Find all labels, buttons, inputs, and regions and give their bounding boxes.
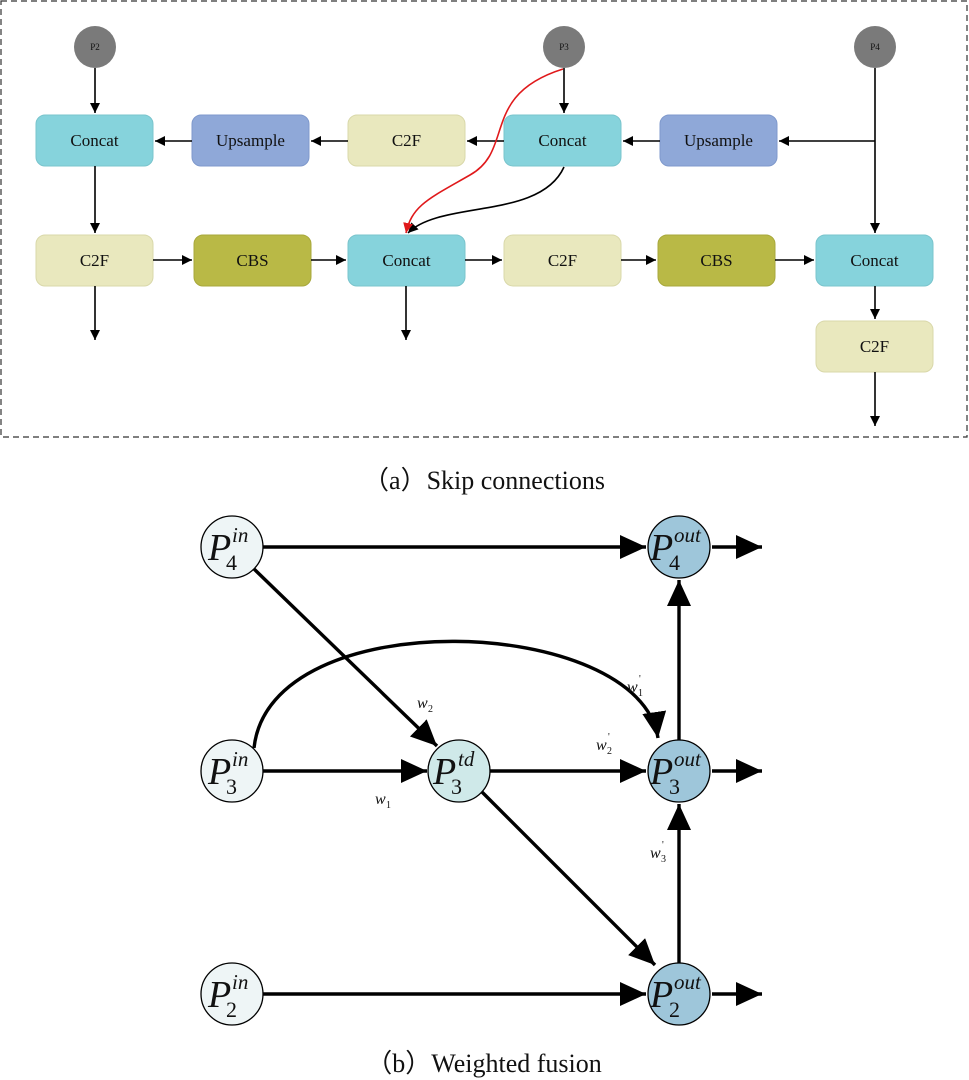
weight-w1-prime-sub: 1 <box>638 688 643 699</box>
upsample-box-row1-left: Upsample <box>191 114 310 167</box>
weight-w3-prime: w 3 ' <box>650 840 666 865</box>
concat-box-row2-mid: Concat <box>347 234 466 287</box>
input-node-p2: P2 <box>74 26 116 68</box>
concat-box-row2-right: Concat <box>815 234 934 287</box>
node-p3-in-base: P <box>207 751 231 793</box>
node-p4-out: P out 4 <box>647 515 711 579</box>
weight-w1-prime-mark: ' <box>639 674 641 685</box>
cbs-box-row2-right: CBS <box>657 234 776 287</box>
weight-w3-prime-base: w <box>650 845 661 862</box>
node-p2-in-base: P <box>207 974 231 1016</box>
c2f-box-row2-left-label: C2F <box>80 251 109 270</box>
node-p3-out: P out 3 <box>647 739 711 803</box>
node-p2-in-sub: 2 <box>226 997 237 1022</box>
weight-w2-prime-mark: ' <box>608 732 610 743</box>
node-p2-out-sub: 2 <box>669 997 680 1022</box>
input-node-p3: P3 <box>543 26 585 68</box>
concat-box-row1-left: Concat <box>35 114 154 167</box>
weight-w1-base: w <box>375 791 386 808</box>
node-p3-td-sub: 3 <box>451 774 462 799</box>
node-p3-in: P in 3 <box>200 739 264 803</box>
node-p3-td-sup: td <box>458 747 475 771</box>
weight-w1-prime-base: w <box>627 679 638 696</box>
upsample-box-row1-left-label: Upsample <box>216 131 285 150</box>
node-p3-td-base: P <box>432 751 456 793</box>
caption-panel-b: （b）Weighted fusion <box>366 1049 602 1078</box>
weight-w2-base: w <box>417 695 428 712</box>
c2f-box-row2-left: C2F <box>35 234 154 287</box>
cbs-box-row2-left-label: CBS <box>236 251 268 270</box>
arrow-concat-row1-to-concat-row2 <box>407 166 565 234</box>
weight-w1-sub: 1 <box>386 800 391 811</box>
skip-arrow-p3-to-concat <box>403 68 564 234</box>
weight-w3-prime-mark: ' <box>662 840 664 851</box>
concat-box-row1-left-label: Concat <box>70 131 118 150</box>
node-p2-in: P in 2 <box>200 962 264 1026</box>
input-node-p2-label: P2 <box>90 42 100 52</box>
weight-w2-prime: w 2 ' <box>596 732 612 757</box>
concat-box-row2-right-label: Concat <box>850 251 898 270</box>
weight-w3-prime-sub: 3 <box>661 854 666 865</box>
cbs-box-row2-right-label: CBS <box>700 251 732 270</box>
node-p3-td: P td 3 <box>427 739 491 803</box>
node-p3-in-sup: in <box>232 747 248 771</box>
node-p4-out-base: P <box>649 527 673 569</box>
input-node-p4: P4 <box>854 26 896 68</box>
node-p2-out-sup: out <box>674 970 702 994</box>
weight-w1-prime: w 1 ' <box>627 674 643 699</box>
input-node-p4-label: P4 <box>870 42 880 52</box>
weight-w2-prime-sub: 2 <box>607 746 612 757</box>
cbs-box-row2-left: CBS <box>193 234 312 287</box>
caption-panel-a: （a）Skip connections <box>363 466 605 495</box>
concat-box-row2-mid-label: Concat <box>382 251 430 270</box>
panel-a: P2 P3 P4 Concat Upsample C2F Concat <box>0 0 968 495</box>
c2f-box-row2-mid-label: C2F <box>548 251 577 270</box>
node-p3-out-sup: out <box>674 747 702 771</box>
weight-w2-sub: 2 <box>428 704 433 715</box>
panel-b-edges <box>251 535 762 1006</box>
panel-a-arrows <box>90 68 880 426</box>
node-p2-out: P out 2 <box>647 962 711 1026</box>
node-p4-in: P in 4 <box>200 515 264 579</box>
concat-box-row1-right-label: Concat <box>538 131 586 150</box>
node-p2-out-base: P <box>649 974 673 1016</box>
panel-a-frame <box>0 0 968 438</box>
c2f-box-row2-mid: C2F <box>503 234 622 287</box>
c2f-box-row3-label: C2F <box>860 337 889 356</box>
node-p2-in-sup: in <box>232 970 248 994</box>
upsample-box-row1-right: Upsample <box>659 114 778 167</box>
node-p3-out-base: P <box>649 751 673 793</box>
node-p4-in-sup: in <box>232 523 248 547</box>
weight-w2-prime-base: w <box>596 737 607 754</box>
upsample-box-row1-right-label: Upsample <box>684 131 753 150</box>
node-p4-in-base: P <box>207 527 231 569</box>
edge-p3td-to-p2out <box>480 790 657 967</box>
node-p4-out-sub: 4 <box>669 550 680 575</box>
node-p4-in-sub: 4 <box>226 550 237 575</box>
weight-w1: w 1 <box>375 791 391 811</box>
node-p3-in-sub: 3 <box>226 774 237 799</box>
c2f-box-row1: C2F <box>347 114 466 167</box>
edge-p3in-to-p3out-arc <box>252 639 667 749</box>
c2f-box-row1-label: C2F <box>392 131 421 150</box>
c2f-box-row3: C2F <box>815 320 934 373</box>
panel-b: P in 4 P in 3 P in 2 P td 3 P out 4 <box>200 515 762 1078</box>
concat-box-row1-right: Concat <box>503 114 622 167</box>
weight-w2: w 2 <box>417 695 433 715</box>
node-p3-out-sub: 3 <box>669 774 680 799</box>
input-node-p3-label: P3 <box>559 42 569 52</box>
node-p4-out-sup: out <box>674 523 702 547</box>
